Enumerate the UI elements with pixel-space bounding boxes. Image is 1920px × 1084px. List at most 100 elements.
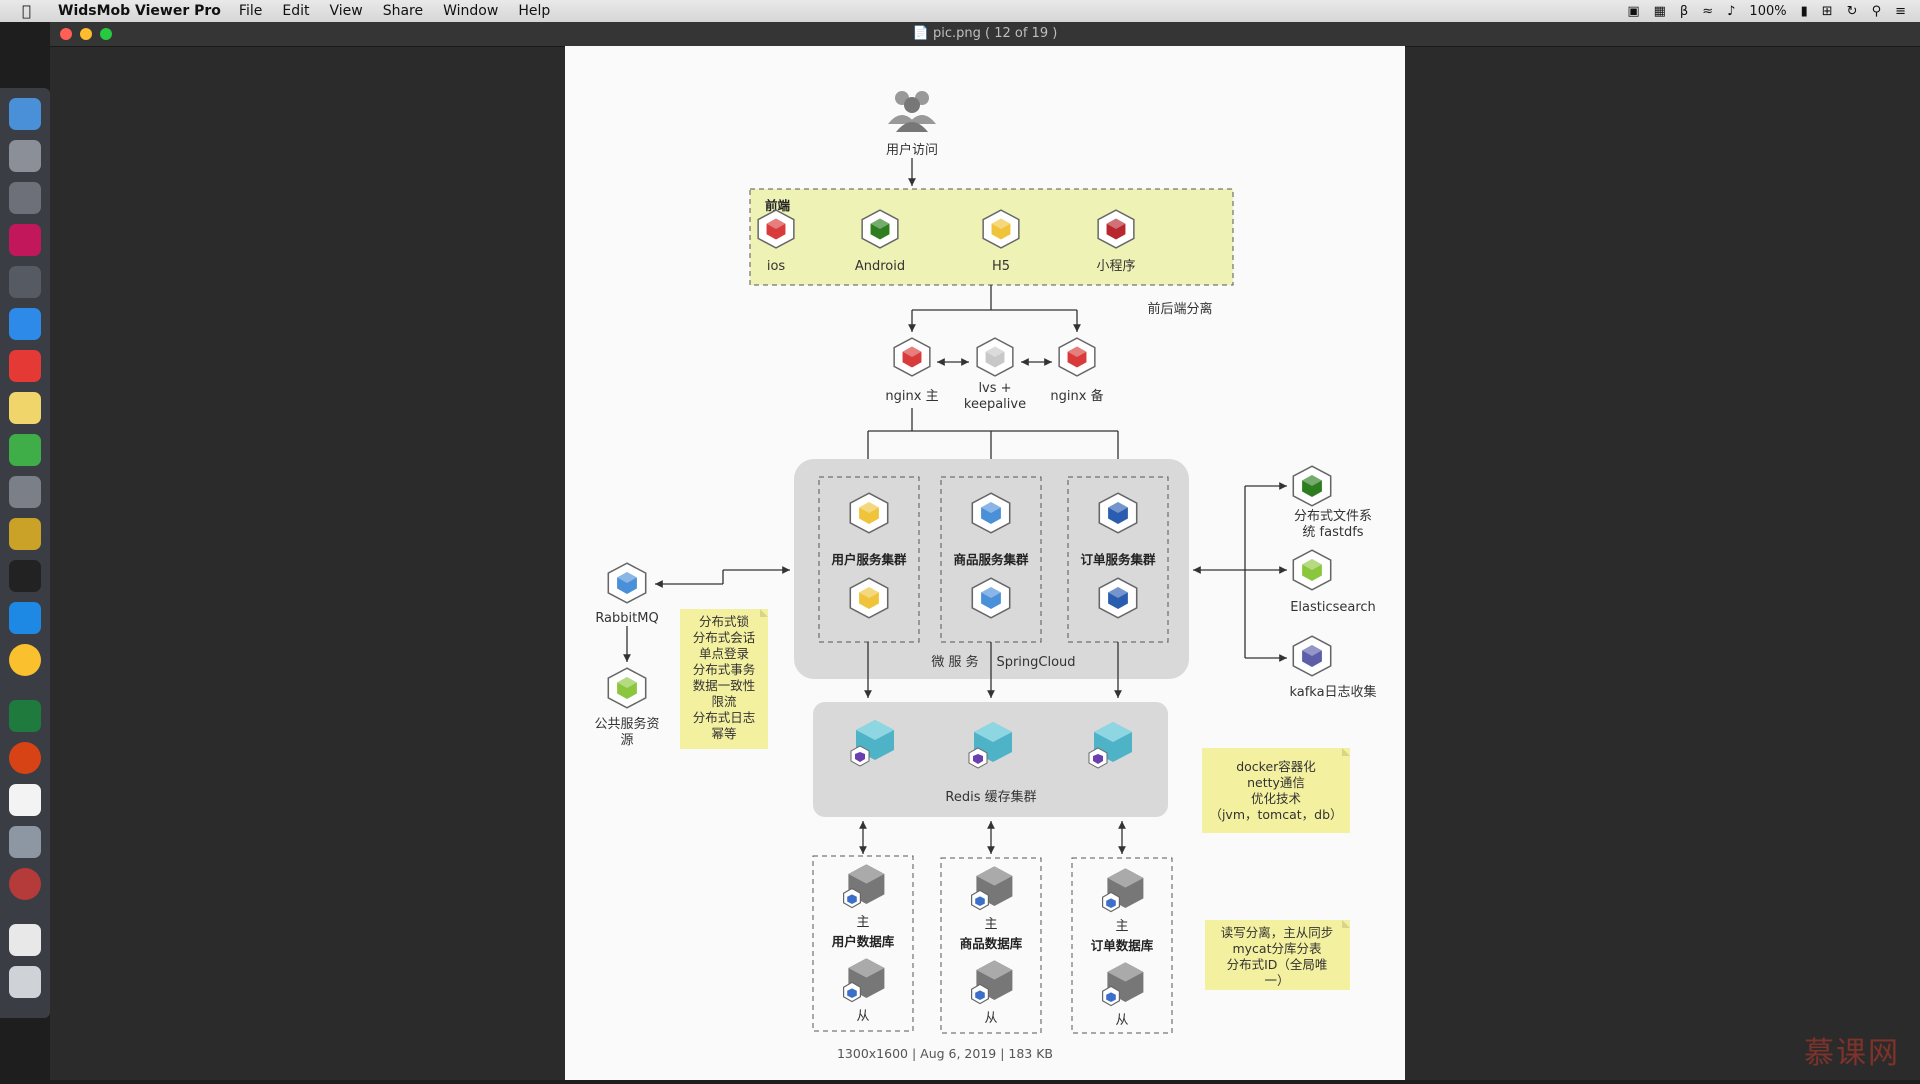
rw-note-line1: 读写分离，主从同步 (1221, 925, 1334, 940)
fastdfs-icon (1292, 465, 1332, 507)
menu-window[interactable]: Window (443, 3, 499, 19)
user-cluster-label: 用户服务集群 (830, 552, 907, 567)
notification-center-icon[interactable]: ≡ (1895, 3, 1906, 19)
docker-note-line1: docker容器化 (1236, 759, 1316, 774)
keynote-icon[interactable] (9, 784, 41, 816)
nginx-backup-icon (1058, 337, 1096, 377)
user-access-label: 用户访问 (886, 142, 938, 158)
docker-note (1202, 748, 1350, 833)
zoom-button[interactable] (100, 28, 112, 40)
springcloud-label: SpringCloud (996, 655, 1075, 670)
kafka-icon (1292, 635, 1332, 677)
menu-file[interactable]: File (238, 3, 263, 19)
battery-icon[interactable]: ▮ (1800, 3, 1808, 19)
status-area: ▣ ▦ β ≈ ♪ 100% ▮ ⊞ ↻ ⚲ ≡ (1627, 0, 1920, 22)
separation-label: 前后端分离 (1147, 301, 1212, 317)
product-cluster-label: 商品服务集群 (953, 552, 1029, 567)
user-db-label: 用户数据库 (831, 934, 895, 949)
product-db-box (940, 857, 1042, 1034)
minimize-button[interactable] (80, 28, 92, 40)
read-write-note (1205, 920, 1350, 990)
distributed-note-line2: 分布式会话 (693, 630, 756, 645)
users-icon (888, 91, 936, 132)
ultraedit-icon[interactable] (9, 518, 41, 550)
battery-percent: 100% (1749, 3, 1787, 19)
document-icon[interactable] (9, 924, 41, 956)
volume-icon[interactable]: ♪ (1727, 3, 1736, 19)
elasticsearch-label: Elasticsearch (1290, 600, 1376, 615)
fastdfs-label-line1: 分布式文件系 (1294, 509, 1372, 524)
screenshot-tool-icon[interactable] (9, 826, 41, 858)
evernote-icon[interactable] (9, 434, 41, 466)
bluetooth-icon[interactable]: β (1679, 3, 1689, 19)
screen-record-icon[interactable]: ▣ (1627, 3, 1640, 19)
rabbitmq-icon (607, 562, 647, 604)
kafka-label: kafka日志收集 (1289, 684, 1376, 700)
docker-note-line2: netty通信 (1247, 775, 1305, 790)
order-db-label: 订单数据库 (1091, 938, 1154, 953)
vscode-icon[interactable] (9, 602, 41, 634)
menu-view[interactable]: View (329, 3, 363, 19)
nginx-main-label: nginx 主 (885, 389, 938, 404)
chrome-icon[interactable] (9, 644, 41, 676)
sync-icon[interactable]: ↻ (1846, 3, 1858, 19)
user-db-master-icon (842, 863, 886, 909)
file-icon: 📄 (912, 26, 929, 41)
distributed-note-line1: 分布式锁 (699, 614, 750, 629)
nginx-main-icon (893, 337, 931, 377)
distributed-note-line8: 幂等 (711, 726, 736, 741)
distributed-note-line5: 数据一致性 (693, 678, 756, 693)
intellij-icon[interactable] (9, 224, 41, 256)
product-db-slave-icon (970, 959, 1014, 1005)
input-method-icon[interactable]: ⊞ (1821, 3, 1833, 19)
menu-share[interactable]: Share (382, 3, 424, 19)
frontend-title: 前端 (765, 198, 791, 213)
app-name-menu[interactable]: WidsMob Viewer Pro (58, 3, 221, 19)
public-service-label-line1: 公共服务资 (594, 716, 659, 732)
frontend-miniprogram: 小程序 (1096, 259, 1135, 274)
stickies-icon[interactable] (9, 392, 41, 424)
image-canvas: 用户访问 前端 ios Android H5 小程序 前后端分离 nginx 主… (565, 46, 1405, 1080)
wifi-icon[interactable]: ≈ (1702, 3, 1714, 19)
watermark-logo: 慕课网 (1804, 1036, 1900, 1071)
frontend-h5: H5 (992, 259, 1010, 274)
window-title: 📄 pic.png ( 12 of 19 ) (912, 26, 1058, 41)
image-info-footer: 1300x1600 | Aug 6, 2019 | 183 KB (837, 1046, 1053, 1061)
search-icon[interactable]: ⚲ (1871, 3, 1882, 19)
lvs-label-line2: keepalive (964, 397, 1026, 412)
launchpad-icon[interactable] (9, 140, 41, 172)
trash-icon[interactable] (9, 966, 41, 998)
product-db-label: 商品数据库 (960, 936, 1023, 951)
menu-edit[interactable]: Edit (282, 3, 310, 19)
order-db-slave-label: 从 (1115, 1013, 1128, 1028)
nginx-backup-label: nginx 备 (1050, 388, 1103, 404)
system-preferences-icon[interactable] (9, 182, 41, 214)
distributed-note-line6: 限流 (711, 694, 737, 709)
lvs-label-line1: lvs + (978, 381, 1011, 396)
rabbitmq-label: RabbitMQ (595, 611, 658, 626)
excel-icon[interactable] (9, 700, 41, 732)
menu-bar:  WidsMob Viewer Pro File Edit View Shar… (0, 0, 1920, 22)
menu-help[interactable]: Help (518, 3, 551, 19)
apple-icon[interactable]:  (22, 2, 42, 20)
powerpoint-icon[interactable] (9, 742, 41, 774)
user-db-master-label: 主 (856, 915, 869, 930)
order-db-slave-icon (1101, 961, 1145, 1007)
order-db-master-icon (1101, 867, 1145, 913)
app-store-icon[interactable] (9, 308, 41, 340)
rw-note-line4: 一） (1264, 973, 1289, 988)
product-db-master-icon (970, 865, 1014, 911)
finder-icon[interactable] (9, 98, 41, 130)
media-player-icon[interactable] (9, 476, 41, 508)
redis-label: Redis 缓存集群 (945, 789, 1036, 805)
viewer-app-icon[interactable] (9, 868, 41, 900)
close-button[interactable] (60, 28, 72, 40)
product-db-slave-label: 从 (984, 1011, 997, 1026)
calendar-icon[interactable]: ▦ (1653, 3, 1666, 19)
markdown-editor-icon[interactable] (9, 266, 41, 298)
microservices-label: 微 服 务 (931, 654, 978, 670)
mail-app-icon[interactable] (9, 350, 41, 382)
terminal-icon[interactable] (9, 560, 41, 592)
docker-note-line4: （jvm，tomcat，db） (1209, 807, 1342, 822)
docker-note-line3: 优化技术 (1251, 791, 1302, 806)
